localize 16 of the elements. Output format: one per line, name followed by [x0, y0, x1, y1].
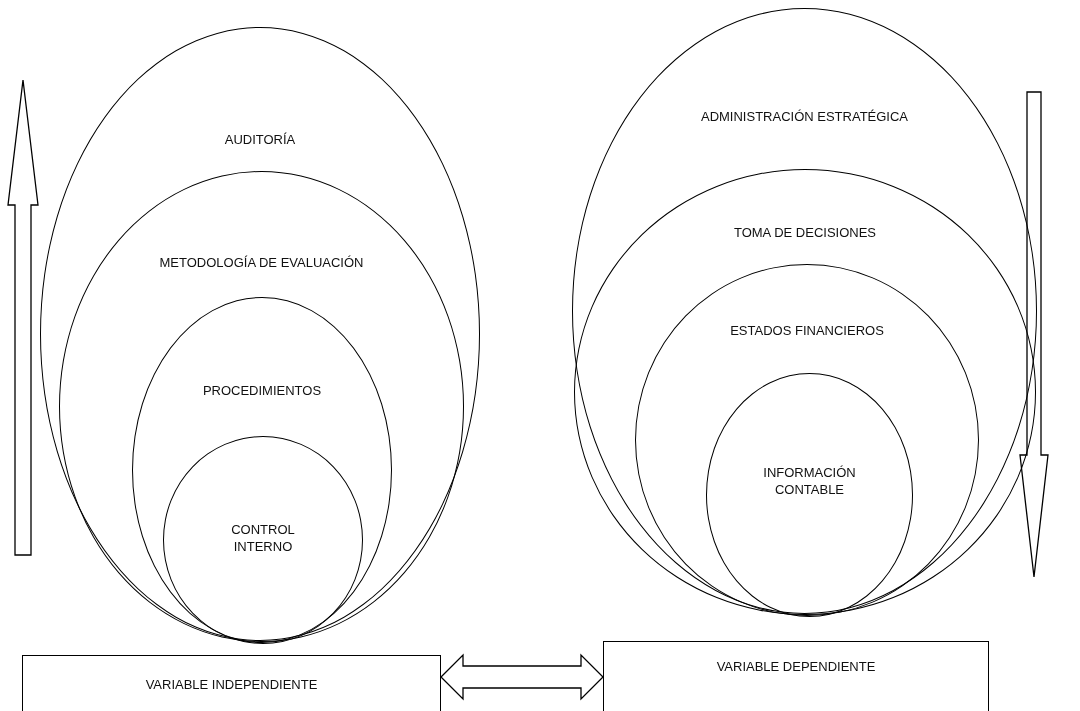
ellipse-label: TOMA DE DECISIONES: [732, 224, 878, 241]
ellipse: [59, 171, 464, 642]
ellipse-label: INFORMACIÓN CONTABLE: [762, 464, 857, 498]
ellipse-label: PROCEDIMIENTOS: [201, 382, 323, 399]
box-label: VARIABLE DEPENDIENTE: [715, 658, 877, 675]
ellipse: [706, 373, 913, 617]
box-label: VARIABLE INDEPENDIENTE: [144, 676, 319, 693]
ellipse-label: AUDITORÍA: [223, 131, 297, 148]
variable-box: [603, 641, 989, 711]
ellipse-label: CONTROL INTERNO: [230, 521, 296, 555]
ellipse-label: ESTADOS FINANCIEROS: [729, 322, 885, 339]
double-arrow: [440, 653, 604, 701]
ellipse-label: METODOLOGÍA DE EVALUACIÓN: [158, 254, 365, 271]
ellipse-label: ADMINISTRACIÓN ESTRATÉGICA: [699, 108, 910, 125]
ellipse: [572, 8, 1037, 614]
variable-box: [22, 655, 441, 711]
